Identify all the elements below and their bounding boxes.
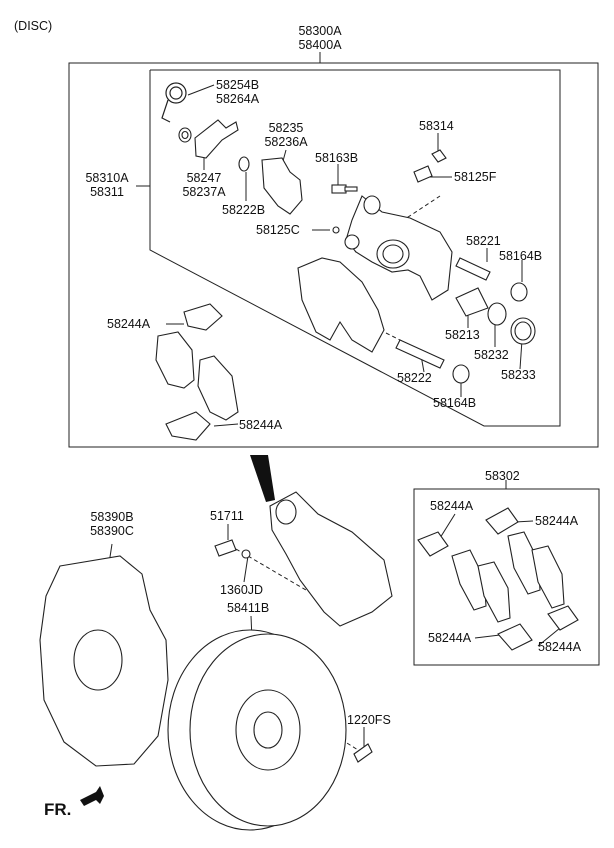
- label-kit-58244a-tr: 58244A: [535, 514, 579, 528]
- label-58247: 58247: [186, 171, 222, 185]
- label-housing-2: 58311: [90, 185, 124, 199]
- spring-clip: [161, 82, 187, 123]
- housing-frame: [149, 69, 561, 427]
- label-58411b: 58411B: [227, 601, 270, 615]
- fr-arrow-icon: [80, 786, 104, 806]
- label-housing-1: 58310A: [85, 171, 129, 185]
- label-58125c: 58125C: [256, 223, 300, 237]
- label-58233: 58233: [501, 368, 536, 382]
- label-caliper-assy-1: 58300A: [298, 24, 342, 38]
- dust-shield: [39, 555, 169, 767]
- label-caliper-assy-2: 58400A: [298, 38, 342, 52]
- label-58213: 58213: [445, 328, 480, 342]
- brake-pads: [155, 303, 239, 441]
- label-58232: 58232: [474, 348, 509, 362]
- label-58314: 58314: [419, 119, 454, 133]
- label-58164b-top: 58164B: [499, 249, 543, 263]
- label-58163b: 58163B: [315, 151, 359, 165]
- disc-label: (DISC): [14, 19, 53, 33]
- label-58390c: 58390C: [90, 524, 134, 538]
- label-58254b: 58254B: [216, 78, 260, 92]
- label-kit-58244a-br: 58244A: [538, 640, 582, 654]
- label-58264a: 58264A: [216, 92, 260, 106]
- disc-rotor: [167, 629, 347, 831]
- label-58236a: 58236A: [264, 135, 308, 149]
- label-58244a-upper: 58244A: [107, 317, 151, 331]
- label-58125f: 58125F: [454, 170, 497, 184]
- label-58221: 58221: [466, 234, 501, 248]
- label-kit-58244a-bl: 58244A: [428, 631, 472, 645]
- label-58164b-bottom: 58164B: [433, 396, 477, 410]
- label-58222b: 58222B: [222, 203, 266, 217]
- label-51711: 51711: [210, 509, 244, 523]
- caliper-body: [344, 195, 453, 301]
- label-58237a: 58237A: [182, 185, 226, 199]
- label-pad-kit: 58302: [485, 469, 520, 483]
- label-58244a-lower: 58244A: [239, 418, 283, 432]
- label-1360jd: 1360JD: [220, 583, 264, 597]
- kit-pads: [417, 507, 579, 651]
- caliper-assembled: [269, 491, 393, 627]
- caliper-bracket: [297, 257, 385, 353]
- label-58235: 58235: [268, 121, 304, 135]
- caliper-assy-frame: [68, 62, 599, 448]
- label-1220fs: 1220FS: [347, 713, 391, 727]
- label-58390b: 58390B: [90, 510, 134, 524]
- front-label: FR.: [44, 800, 72, 819]
- label-58222: 58222: [397, 371, 432, 385]
- pointer-arrow: [250, 455, 275, 502]
- label-kit-58244a-tl: 58244A: [430, 499, 474, 513]
